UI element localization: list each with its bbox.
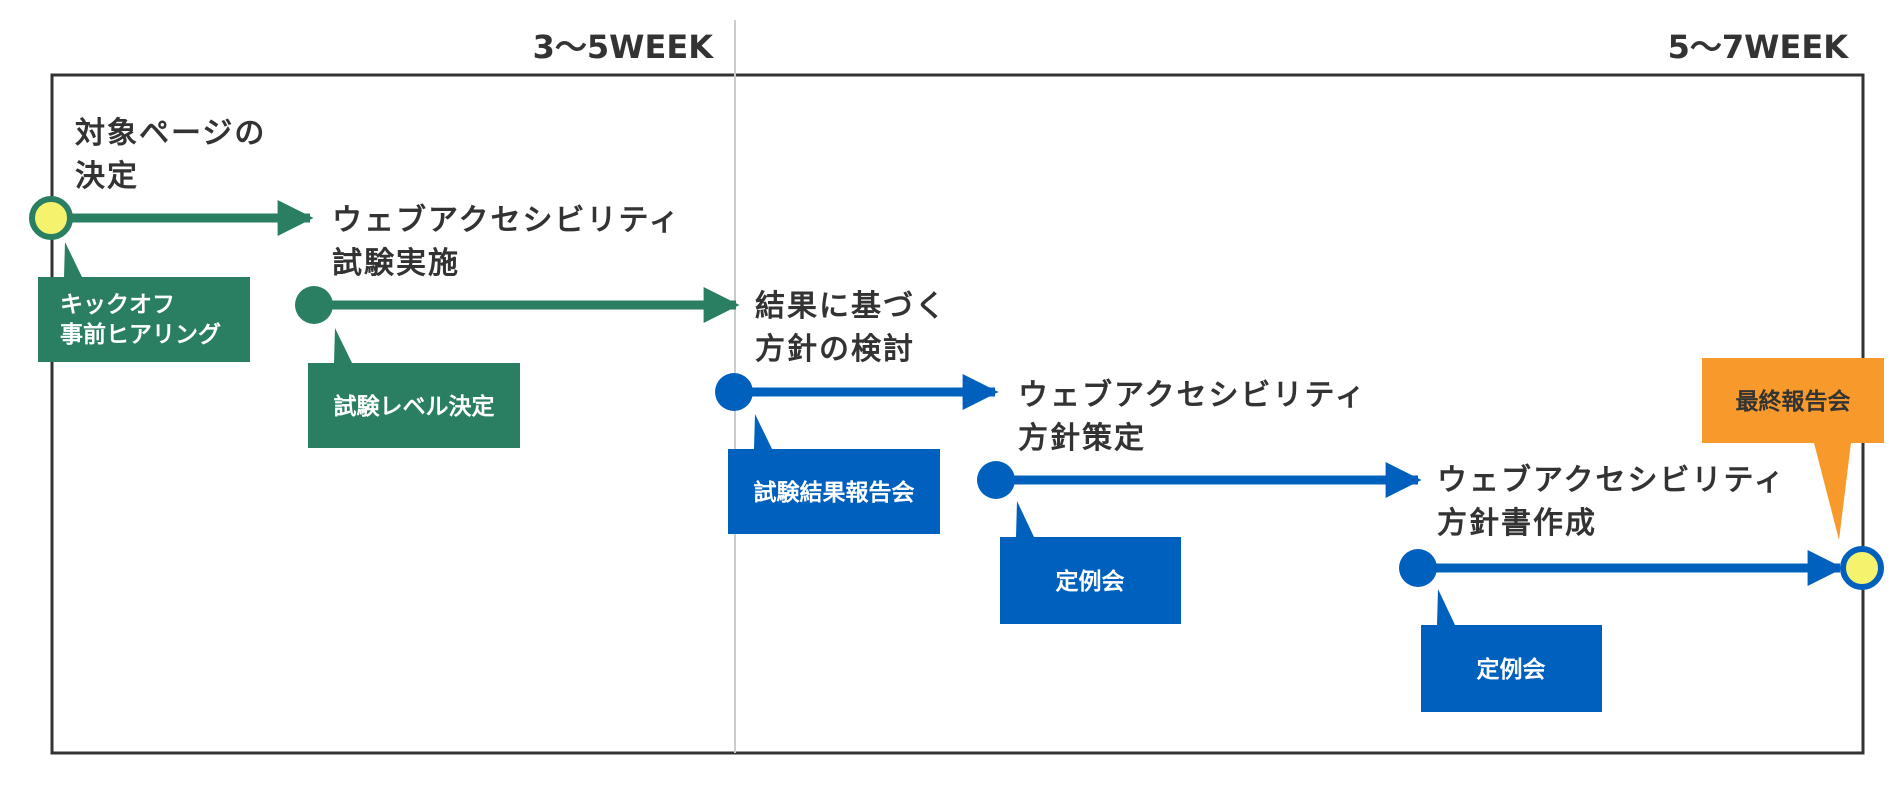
step-1-callout-label: キックオフ 事前ヒアリング	[60, 292, 221, 348]
step-1-callout	[38, 242, 250, 362]
step-2: 試験レベル決定 ウェブアクセシビリティ 試験実施	[295, 203, 740, 448]
step-3-start-dot	[715, 373, 753, 411]
step-3: 試験結果報告会 結果に基づく 方針の検討	[715, 289, 999, 534]
phase-label-1: 3〜5WEEK	[533, 28, 715, 66]
final-milestone-callout-label: 最終報告会	[1736, 388, 1851, 415]
step-3-title: 結果に基づく 方針の検討	[755, 289, 959, 367]
step-4-start-dot	[977, 461, 1015, 499]
step-3-callout-label: 試験結果報告会	[754, 479, 915, 506]
step-2-callout-label: 試験レベル決定	[334, 393, 495, 420]
final-milestone-marker	[1840, 546, 1884, 590]
step-5-callout-label: 定例会	[1477, 656, 1546, 683]
step-3-callout	[728, 414, 940, 534]
step-5-callout	[1421, 589, 1602, 712]
step-2-callout	[308, 328, 520, 448]
step-5-start-dot	[1399, 549, 1437, 587]
final-milestone: 最終報告会	[1702, 358, 1884, 590]
step-2-start-dot	[295, 286, 333, 324]
step-5-title: ウェブアクセシビリティ 方針書作成	[1437, 463, 1798, 541]
step-1-start-milestone	[29, 196, 73, 240]
step-4: 定例会 ウェブアクセシビリティ 方針策定	[977, 378, 1422, 624]
step-2-title: ウェブアクセシビリティ 試験実施	[332, 203, 693, 281]
step-4-callout	[1000, 501, 1181, 624]
step-1-title: 対象ページの 決定	[75, 116, 279, 194]
step-4-title: ウェブアクセシビリティ 方針策定	[1018, 378, 1379, 456]
step-4-callout-label: 定例会	[1056, 568, 1125, 595]
step-1: キックオフ 事前ヒアリング 対象ページの 決定	[29, 116, 314, 362]
step-5: 定例会 ウェブアクセシビリティ 方針書作成	[1399, 463, 1844, 712]
phase-label-2: 5〜7WEEK	[1668, 28, 1850, 66]
final-milestone-callout	[1702, 358, 1884, 540]
